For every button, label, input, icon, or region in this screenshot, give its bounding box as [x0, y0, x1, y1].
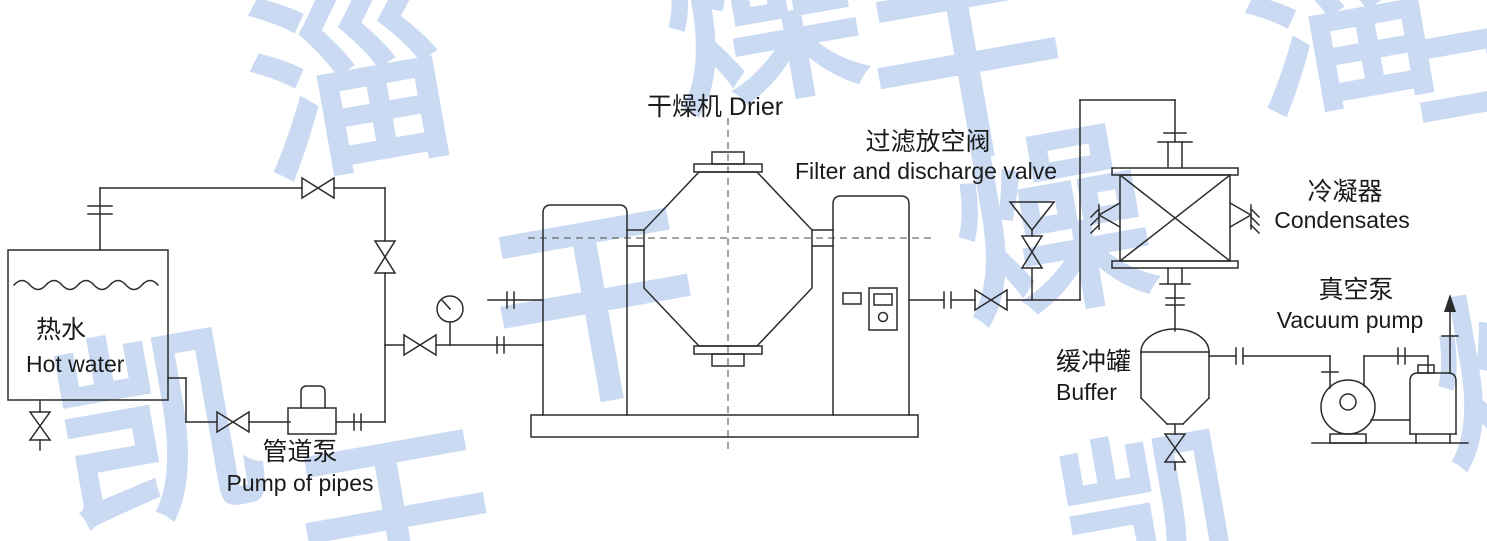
filter-discharge-valve [1010, 202, 1054, 300]
condenser-left-support [1091, 203, 1120, 233]
buffer-label-zh: 缓冲罐 [1056, 348, 1131, 376]
buffer-outlet-pipe [1209, 348, 1330, 364]
tank-outlet-pipe [168, 378, 385, 430]
buffer-label-en: Buffer [1056, 379, 1117, 405]
riser-valve [375, 241, 395, 273]
tank-drain-valve [30, 400, 50, 450]
drier-inlet-valve [404, 335, 436, 355]
pipe-pump-label-zh: 管道泵 [262, 438, 337, 466]
buffer-drain-valve [1165, 434, 1185, 470]
vacuum-line-valve [975, 290, 1007, 310]
drier-control-panel [843, 288, 897, 330]
vacuum-pump-separator-vessel [1371, 365, 1456, 443]
buffer-tank [1141, 329, 1209, 434]
pump-inlet-valve [217, 412, 249, 432]
vacuum-pump-label-zh: 真空泵 [1318, 276, 1393, 304]
condenser-label-en: Condensates [1274, 207, 1410, 233]
drier [528, 118, 932, 452]
hot-water-tank [8, 250, 168, 400]
pressure-gauge [437, 296, 463, 345]
vacuum-line [909, 100, 1186, 308]
condenser-label-zh: 冷凝器 [1307, 178, 1382, 206]
hot-water-label-zh: 热水 [36, 316, 86, 344]
condenser-bottom-nozzle [1160, 268, 1190, 331]
hot-water-supply-pipe [88, 188, 385, 422]
pipeline-pump [288, 386, 336, 434]
supply-top-valve [302, 178, 334, 198]
filter-valve-label-en: Filter and discharge valve [795, 158, 1057, 184]
labels: 干燥机 Drier 过滤放空阀 Filter and discharge val… [26, 93, 1423, 496]
vacuum-pump-label-en: Vacuum pump [1277, 307, 1424, 333]
vacuum-pump [1312, 294, 1468, 443]
pipe-pump-label-en: Pump of pipes [226, 470, 373, 496]
condenser-right-support [1230, 203, 1259, 233]
filter-valve-label-zh: 过滤放空阀 [865, 128, 990, 156]
exhaust-arrow [1442, 294, 1458, 373]
hot-water-label-en: Hot water [26, 351, 125, 377]
drier-feed-pipe [385, 292, 543, 353]
drier-label: 干燥机 Drier [647, 93, 783, 121]
condenser [1091, 142, 1259, 331]
